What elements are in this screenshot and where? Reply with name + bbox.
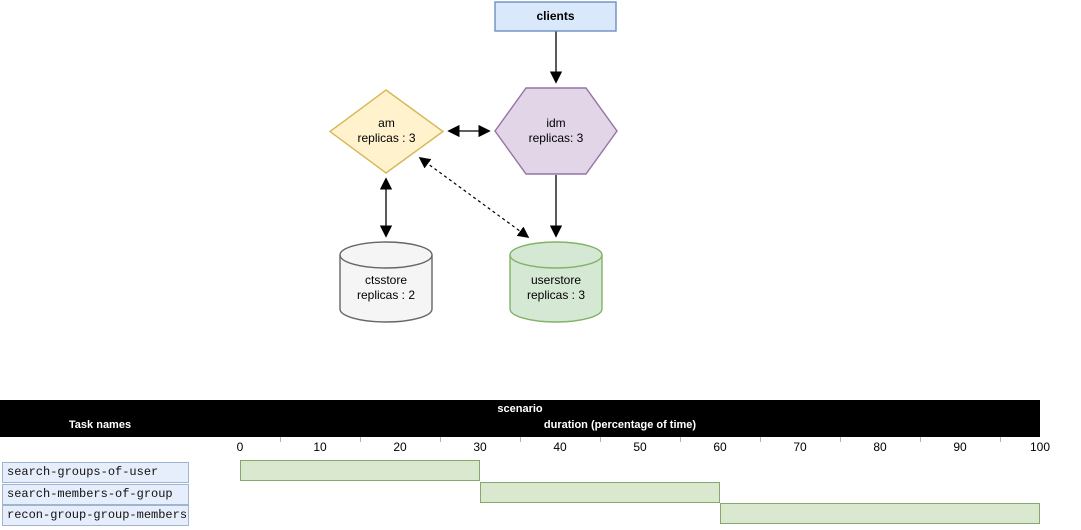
axis-tick-80: 80	[873, 440, 887, 454]
gantt-duration-header: duration (percentage of time)	[543, 419, 697, 431]
axis-minor-tick	[440, 437, 441, 442]
diagram-canvas	[328, 1, 618, 323]
userstore-cylinder-lid	[509, 254, 603, 269]
axis-tick-0: 0	[236, 440, 244, 454]
idm-node-shape	[494, 87, 618, 175]
axis-minor-tick	[360, 437, 361, 442]
axis-tick-20: 20	[393, 440, 407, 454]
task-name-search-members-of-group: search-members-of-group	[2, 483, 189, 505]
axis-tick-60: 60	[713, 440, 727, 454]
task-bar-search-groups-of-user	[240, 460, 480, 481]
axis-tick-90: 90	[953, 440, 967, 454]
am-node-shape	[328, 89, 445, 174]
axis-tick-30: 30	[473, 440, 487, 454]
axis-minor-tick	[840, 437, 841, 442]
axis-tick-70: 70	[793, 440, 807, 454]
ctsstore-node-shape	[339, 241, 433, 323]
gantt-header-bar: scenario Task names duration (percentage…	[0, 400, 1040, 437]
axis-tick-50: 50	[633, 440, 647, 454]
axis-tick-100: 100	[1029, 440, 1051, 454]
clients-node-shape	[494, 1, 617, 32]
task-name-search-groups-of-user: search-groups-of-user	[2, 462, 189, 483]
axis-minor-tick	[920, 437, 921, 442]
axis-minor-tick	[680, 437, 681, 442]
axis-minor-tick	[280, 437, 281, 442]
userstore-node-shape	[509, 241, 603, 323]
axis-minor-tick	[520, 437, 521, 442]
task-bar-recon-group-group-members	[720, 503, 1040, 524]
axis-tick-10: 10	[313, 440, 327, 454]
task-name-recon-group-group-members: recon-group-group-members	[2, 505, 189, 526]
ctsstore-cylinder-lid	[339, 254, 433, 269]
edge-am-userstore-dashed	[418, 157, 530, 238]
gantt-tasknames-header: Task names	[68, 419, 132, 431]
task-bar-search-members-of-group	[480, 481, 720, 503]
gantt-title: scenario	[497, 403, 543, 415]
axis-minor-tick	[760, 437, 761, 442]
axis-minor-tick	[1000, 437, 1001, 442]
axis-minor-tick	[600, 437, 601, 442]
axis-tick-40: 40	[553, 440, 567, 454]
